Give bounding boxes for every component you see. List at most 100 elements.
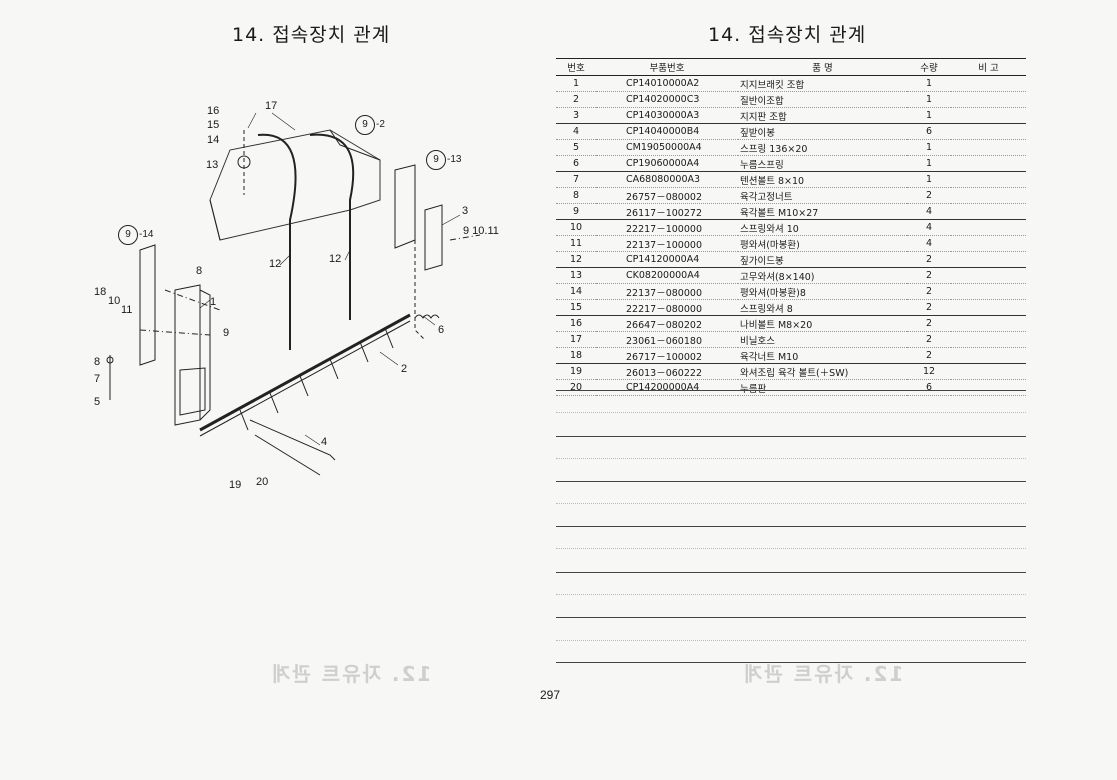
callout-7: 7 xyxy=(94,373,101,385)
cell-name: 평와셔(마봉환)8 xyxy=(738,283,907,300)
cell-qty: 6 xyxy=(907,379,951,396)
cell-name: 누름스프링 xyxy=(738,155,907,172)
callout-8-bottom: 8 xyxy=(94,356,101,368)
cell-name: 짚받이봉 xyxy=(738,123,907,140)
cell-qty: 2 xyxy=(907,283,951,300)
cell-name: 비닐호스 xyxy=(738,331,907,348)
cell-name: 육각볼트 M10×27 xyxy=(738,203,907,220)
callout-10: 10 xyxy=(108,295,121,307)
cell-no: 15 xyxy=(556,299,596,316)
faint-line xyxy=(556,640,1026,641)
cell-no: 20 xyxy=(556,379,596,396)
cell-qty: 1 xyxy=(907,139,951,156)
cell-remark xyxy=(951,139,1026,156)
ruled-line xyxy=(556,526,1026,527)
cell-remark xyxy=(951,299,1026,316)
header-remark: 비 고 xyxy=(951,58,1026,76)
cell-qty: 2 xyxy=(907,267,951,284)
cell-qty: 4 xyxy=(907,203,951,220)
cell-name: 스프링 136×20 xyxy=(738,139,907,156)
cell-remark xyxy=(951,267,1026,284)
header-qty: 수량 xyxy=(907,58,951,76)
cell-no: 18 xyxy=(556,347,596,364)
cell-qty: 1 xyxy=(907,171,951,188)
cell-code: CM19050000A4 xyxy=(596,139,738,156)
cell-name: 텐션볼트 8×10 xyxy=(738,171,907,188)
ruled-line xyxy=(556,617,1026,618)
cell-name: 짚가이드봉 xyxy=(738,251,907,268)
ruled-line xyxy=(556,436,1026,437)
cell-name: 와셔조립 육각 볼트(＋SW) xyxy=(738,363,907,380)
header-no: 번호 xyxy=(556,58,596,76)
callout-3: 3 xyxy=(462,205,469,217)
callout-16: 16 xyxy=(207,105,220,117)
cell-no: 2 xyxy=(556,91,596,108)
cell-name: 스프링와셔 10 xyxy=(738,219,907,236)
cell-remark xyxy=(951,203,1026,220)
cell-name: 스프링와셔 8 xyxy=(738,299,907,316)
cell-remark xyxy=(951,235,1026,252)
cell-qty: 4 xyxy=(907,219,951,236)
circled-ref-9-14-sub: -14 xyxy=(139,229,154,240)
cell-name: 누름판 xyxy=(738,379,907,396)
callout-17: 17 xyxy=(265,100,278,112)
cell-qty: 2 xyxy=(907,347,951,364)
cell-name: 지지브래킷 조합 xyxy=(738,75,907,92)
cell-remark xyxy=(951,187,1026,204)
cell-qty: 2 xyxy=(907,251,951,268)
circled-ref-9-13: 9 xyxy=(426,150,446,170)
callout-2: 2 xyxy=(401,363,408,375)
cell-no: 9 xyxy=(556,203,596,220)
cell-no: 17 xyxy=(556,331,596,348)
cell-code: CP14030000A3 xyxy=(596,107,738,124)
cell-no: 3 xyxy=(556,107,596,124)
faint-line xyxy=(556,412,1026,413)
cell-remark xyxy=(951,315,1026,332)
callout-9: 9 xyxy=(223,327,230,339)
circled-ref-9-2: 9 xyxy=(355,115,375,135)
callout-11: 11 xyxy=(121,304,133,316)
left-page-title: 14. 접속장치 관계 xyxy=(232,24,391,46)
cell-code: CP14010000A2 xyxy=(596,75,738,92)
cell-code: 23061－060180 xyxy=(596,331,738,348)
cell-name: 평와셔(마봉환) xyxy=(738,235,907,252)
page-number: 297 xyxy=(540,688,561,702)
ruled-line xyxy=(556,390,1026,391)
ruled-line xyxy=(556,662,1026,663)
cell-no: 1 xyxy=(556,75,596,92)
circled-ref-9-13-sub: -13 xyxy=(447,154,462,165)
cell-remark xyxy=(951,107,1026,124)
cell-no: 7 xyxy=(556,171,596,188)
cell-code: CP14040000B4 xyxy=(596,123,738,140)
cell-name: 지지판 조합 xyxy=(738,107,907,124)
callout-20: 20 xyxy=(256,476,269,488)
cell-remark xyxy=(951,251,1026,268)
cell-no: 6 xyxy=(556,155,596,172)
cell-no: 14 xyxy=(556,283,596,300)
exploded-parts-diagram: 16 15 14 13 17 12 12 3 9 10.11 6 2 4 8 1… xyxy=(80,90,550,510)
cell-qty: 1 xyxy=(907,75,951,92)
circled-ref-9-14: 9 xyxy=(118,225,138,245)
cell-remark xyxy=(951,75,1026,92)
circled-ref-9-2-sub: -2 xyxy=(376,119,385,130)
cell-name: 고무와셔(8×140) xyxy=(738,267,907,284)
cell-name: 육각너트 M10 xyxy=(738,347,907,364)
callout-4: 4 xyxy=(321,436,328,448)
cell-no: 16 xyxy=(556,315,596,332)
callout-18: 18 xyxy=(94,286,107,298)
faint-line xyxy=(556,548,1026,549)
callout-5: 5 xyxy=(94,396,101,408)
cell-remark xyxy=(951,171,1026,188)
